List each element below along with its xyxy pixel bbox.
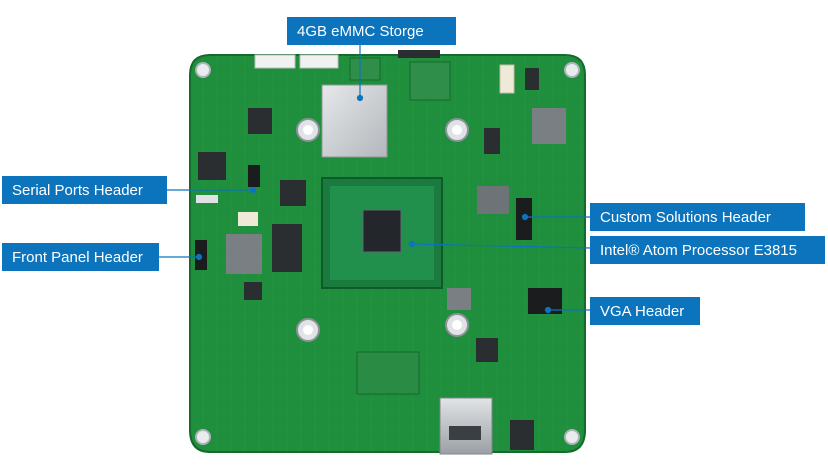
vga-header-callout: VGA Header (590, 297, 700, 325)
processor-chip (321, 177, 443, 289)
serial-ports-header-callout: Serial Ports Header (2, 176, 167, 204)
front-panel-header-callout: Front Panel Header (2, 243, 159, 271)
custom-solutions-header-callout: Custom Solutions Header (590, 203, 805, 231)
screw-holes (296, 118, 469, 342)
bottom-io (356, 351, 534, 455)
emmc-chip (321, 84, 388, 158)
top-connectors (254, 50, 539, 94)
atom-processor-callout: Intel® Atom Processor E3815 (590, 236, 825, 264)
mounting-holes (195, 62, 580, 445)
board-components (198, 57, 566, 362)
emmc-storage-callout: 4GB eMMC Storge (287, 17, 456, 45)
leader-lines (159, 45, 591, 314)
